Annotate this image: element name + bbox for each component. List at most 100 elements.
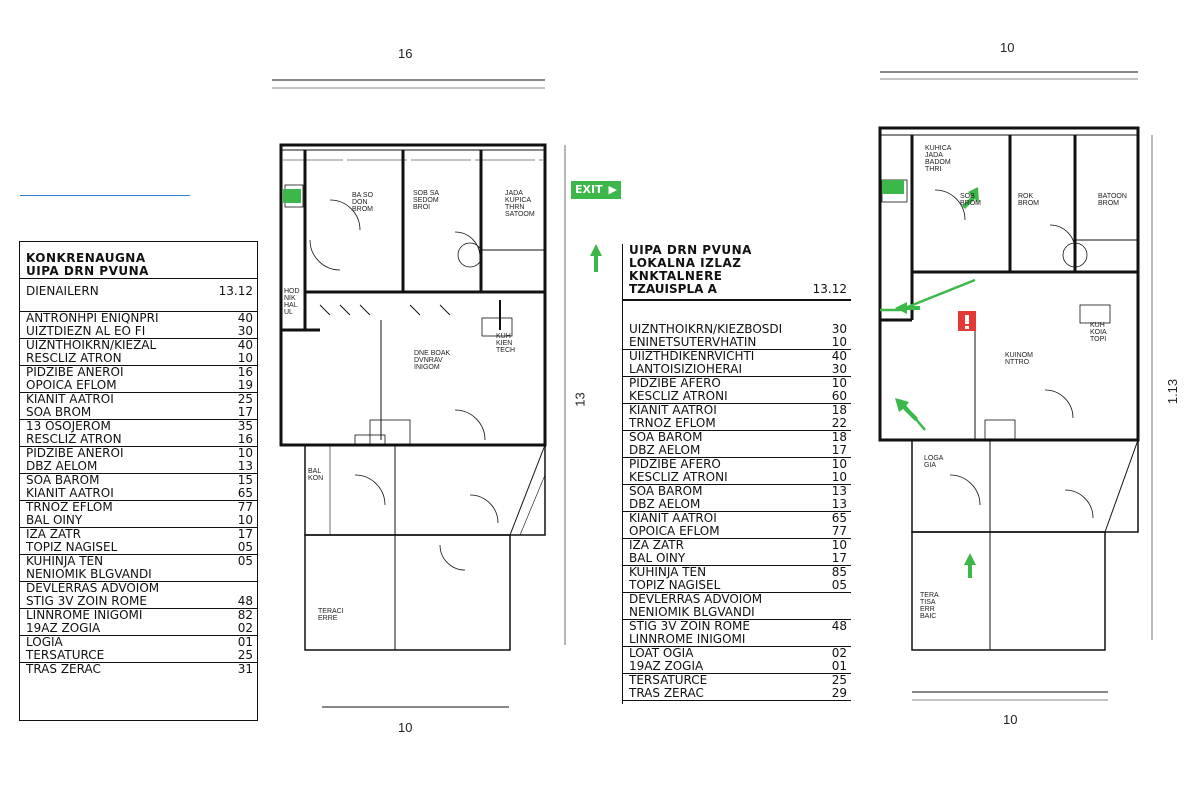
room-label-kitchen-left: KUH KIEN TECH [496,333,516,354]
legend-row-value: 18 [831,403,847,417]
legend-row-name: RESCLIZ ATRON [26,432,122,446]
legend-row-value: 35 [237,419,253,433]
legend-row-name: SOA BAROM [629,430,703,444]
room-label-balcony-left: BAL KON [308,468,324,482]
legend-row-value: 01 [831,659,847,673]
legend-row-value: 82 [237,608,253,622]
legend-row-name: OPOICA EFLOM [629,524,720,538]
legend-row-value: 29 [831,686,847,700]
legend-row-name: IZA ZATR [629,538,684,552]
legend-row-name: LOGIA [26,635,63,649]
legend-row-name: PIDZIBE ANEROI [26,446,124,460]
room-label-hall-right: KUH KOIA TOPI [1090,322,1107,343]
legend-row-name: KIANIT AATROI [26,486,114,500]
legend-row-value: 10 [831,335,847,349]
legend-row-value: 65 [237,486,253,500]
room-label-loggia-right: LOGA GIA [924,455,944,469]
legend-row-value: 16 [237,365,253,379]
legend-row-value: 30 [237,324,253,338]
legend-row: NENIOMIK BLGVANDI [623,606,851,620]
legend-row-value: 48 [237,594,253,608]
legend-row-value: 17 [237,527,253,541]
legend-row-value: 16 [237,432,253,446]
legend-row-name: OPOICA EFLOM [26,378,117,392]
red-warning-icon [958,311,976,331]
legend-row-value: 02 [237,621,253,635]
legend-row-value: 31 [237,662,253,676]
legend-row-value: 15 [237,473,253,487]
legend-row-value: 13 [831,497,847,511]
legend-row-value: 60 [831,389,847,403]
legend-row-name: UIZNTHOIKRN/KIEZBOSDI [629,322,783,336]
legend-row-value: 85 [831,565,847,579]
legend-row-name: SOA BROM [26,405,92,419]
arrow-right-icon: ▶ [608,183,617,196]
legend-row: ANTRONHPI ENIQNPRI 40 [20,312,257,325]
legend-mid-title-4: TZAUISPLA A [629,282,717,296]
legend-row: LINNROME INIGOMI [623,633,851,647]
dim-right-bottom: 10 [1003,712,1018,727]
legend-row-value: 30 [831,362,847,376]
legend-row-name: TOPIZ NAGISEL [26,540,118,554]
exit-label: EXIT [575,183,603,196]
legend-row-name: LOAT OGIA [629,646,694,660]
legend-row-value: 40 [237,311,253,325]
legend-row-name: SOA BAROM [26,473,100,487]
room-label-living-left: DNE BOAK DVNRAV INIGOM [414,350,451,371]
room-label-hall-left: HOD NIK HAL UL [284,288,300,316]
legend-middle-rows: UIZNTHOIKRN/KIEZBOSDI 30 ENINETSUTERVHATIN… [623,301,851,701]
legend-row-value: 13 [831,484,847,498]
room-label-bed-left: SOB SA SEDOM BROI [413,190,439,211]
legend-row-value: 13.12 [218,284,253,298]
room-label-bed2-right: ROK BROM [1018,193,1039,207]
legend-row-value: 18 [831,430,847,444]
legend-row-value: 25 [237,648,253,662]
legend-row-value: 10 [831,470,847,484]
legend-row-name: ANTRONHPI ENIQNPRI [26,311,159,325]
legend-row-name: DEVLERRAS ADVOIOM [26,581,160,595]
exit-sign-icon-right [882,180,904,194]
legend-mid-title-3: KNKTALNERE [629,269,723,283]
legend-mid-title-2: LOKALNA IZLAZ [629,256,742,270]
legend-row-value: 25 [831,673,847,687]
room-label-terrace-left: TERACI ERRE [318,608,344,622]
legend-row-value: 22 [831,416,847,430]
legend-row: DEVLERRAS ADVOIOM [20,582,257,595]
legend-row-name: UIZNTHOIKRN/KIEZAL [26,338,157,352]
legend-row-value: 40 [831,349,847,363]
legend-row-value: 05 [237,540,253,554]
legend-row: DEVLERRAS ADVOIOM [623,593,851,606]
legend-row-name: 19AZ ZOGIA [629,659,704,673]
legend-row-value: 13 [237,459,253,473]
legend-row-name: BAL OINY [629,551,686,565]
legend-row-name: PIDZIBE ANEROI [26,365,124,379]
legend-row-name: TERSATURCE [629,673,708,687]
